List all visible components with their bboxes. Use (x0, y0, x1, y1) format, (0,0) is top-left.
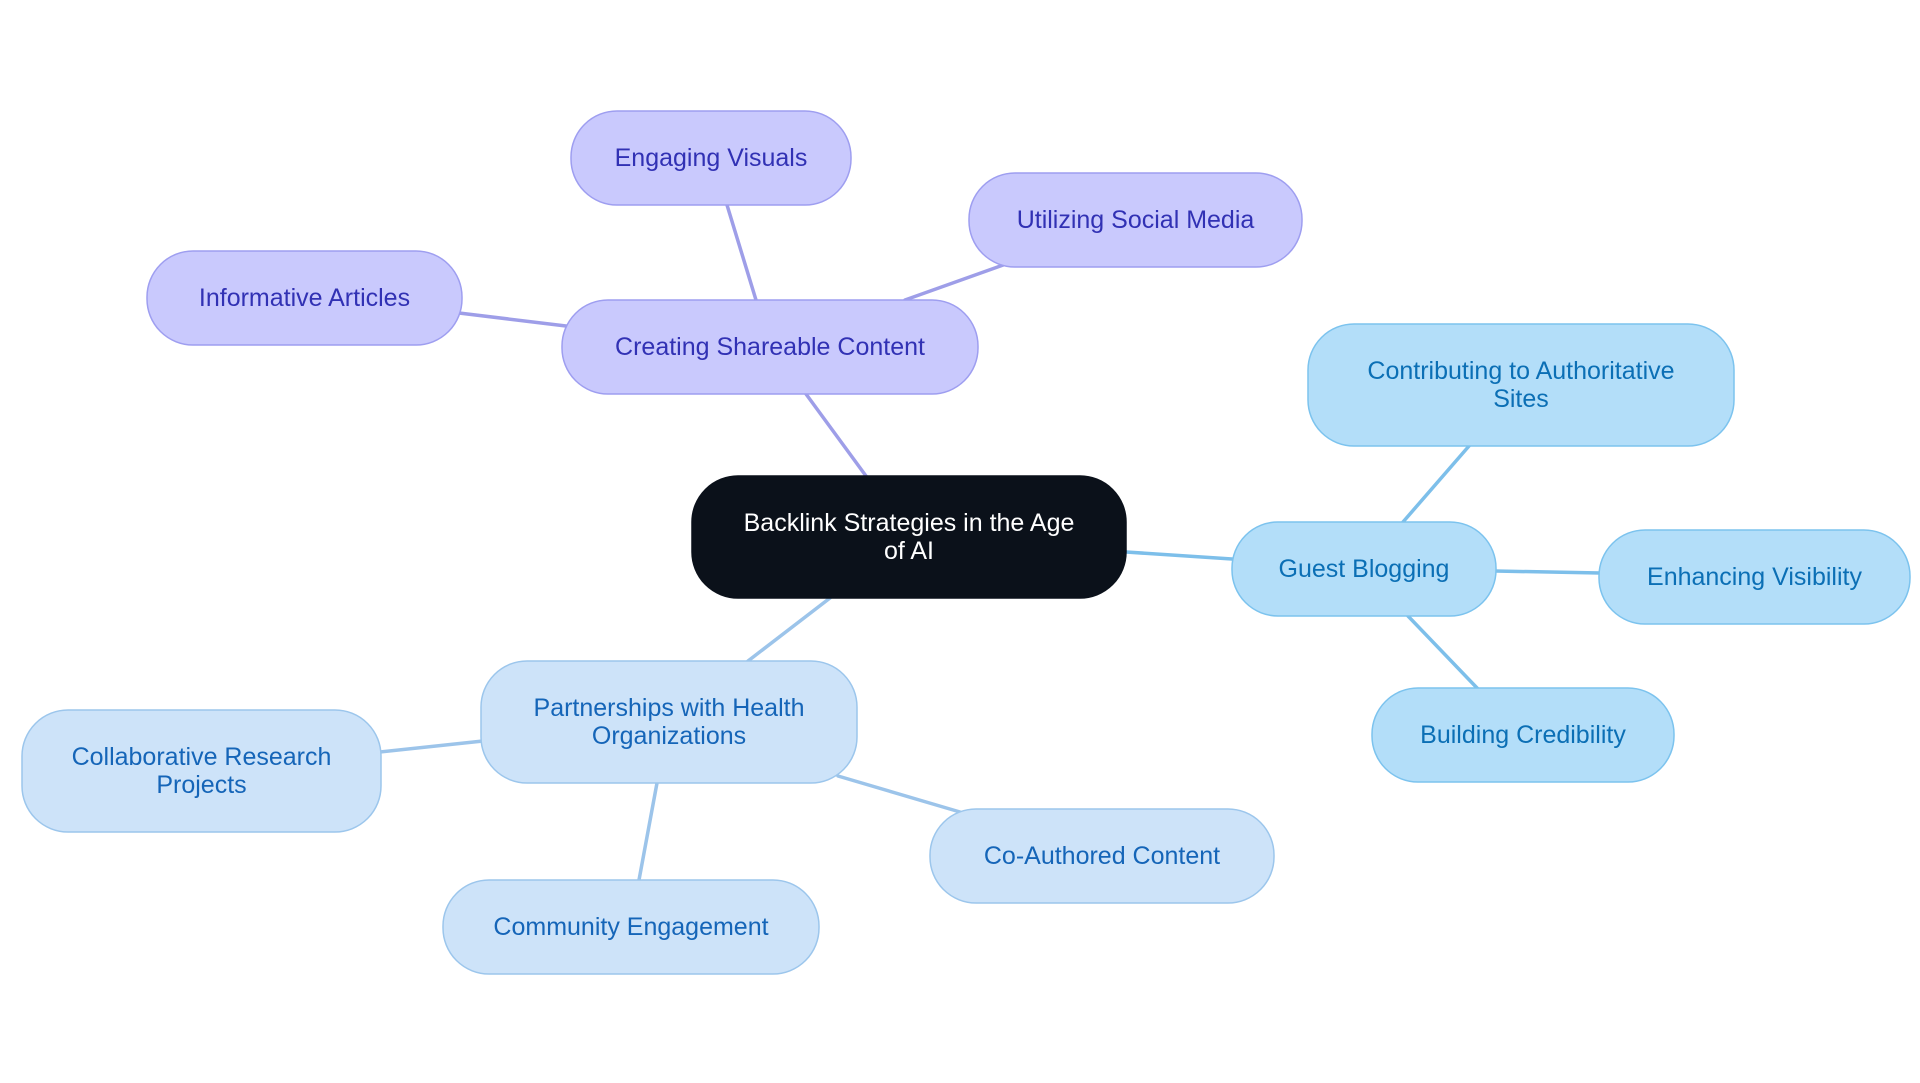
connector-enhancing-visibility (1493, 569, 1602, 575)
node-label-utilizing-social-media: Utilizing Social Media (1017, 206, 1255, 234)
connector-co-authored-content (836, 774, 962, 814)
node-utilizing-social-media: Utilizing Social Media (968, 172, 1303, 268)
node-community-engagement: Community Engagement (442, 879, 820, 975)
node-engaging-visuals: Engaging Visuals (570, 110, 852, 206)
node-enhancing-visibility: Enhancing Visibility (1598, 529, 1911, 625)
connector-informative-articles (457, 311, 568, 328)
connector-contributing-to-authoritative-sites (1401, 444, 1471, 524)
node-box-informative-articles (146, 250, 463, 346)
connector-engaging-visuals (725, 203, 758, 302)
node-label-co-authored-content: Co-Authored Content (984, 842, 1220, 870)
node-label-collaborative-research-projects-line-2: Projects (156, 771, 246, 799)
node-box-creating-shareable-content (561, 299, 979, 395)
node-creating-shareable-content: Creating Shareable Content (561, 299, 979, 395)
node-box-partnerships-with-health-organizations (480, 660, 858, 784)
node-box-root (691, 475, 1127, 599)
mind-map-connectors (378, 203, 1602, 882)
node-label-engaging-visuals: Engaging Visuals (615, 144, 808, 172)
node-box-contributing-to-authoritative-sites (1307, 323, 1735, 447)
connector-building-credibility (1406, 614, 1480, 691)
connector-utilizing-social-media (903, 262, 1008, 302)
node-box-co-authored-content (929, 808, 1275, 904)
node-box-guest-blogging (1231, 521, 1497, 617)
node-co-authored-content: Co-Authored Content (929, 808, 1275, 904)
node-label-enhancing-visibility: Enhancing Visibility (1647, 563, 1862, 591)
node-box-collaborative-research-projects (21, 709, 382, 833)
node-informative-articles: Informative Articles (146, 250, 463, 346)
connector-collaborative-research-projects (378, 739, 485, 754)
node-label-root-line-2: of AI (884, 537, 934, 565)
connector-creating-shareable-content (804, 392, 868, 478)
node-label-root-line-1: Backlink Strategies in the Age (744, 509, 1075, 537)
node-label-partnerships-with-health-organizations-line-2: Organizations (592, 722, 746, 750)
node-label-contributing-to-authoritative-sites-line-1: Contributing to Authoritative (1367, 357, 1674, 385)
node-label-building-credibility: Building Credibility (1420, 721, 1626, 749)
node-box-engaging-visuals (570, 110, 852, 206)
node-label-collaborative-research-projects-line-1: Collaborative Research (72, 743, 332, 771)
connector-partnerships-with-health-organizations (746, 596, 832, 663)
node-label-guest-blogging: Guest Blogging (1279, 555, 1450, 583)
node-box-building-credibility (1371, 687, 1675, 783)
node-building-credibility: Building Credibility (1371, 687, 1675, 783)
node-box-community-engagement (442, 879, 820, 975)
connector-guest-blogging (1124, 550, 1234, 561)
node-label-contributing-to-authoritative-sites-line-2: Sites (1493, 385, 1549, 413)
node-label-community-engagement: Community Engagement (493, 913, 768, 941)
node-label-informative-articles: Informative Articles (199, 284, 410, 312)
node-box-utilizing-social-media (968, 172, 1303, 268)
node-guest-blogging: Guest Blogging (1231, 521, 1497, 617)
node-label-partnerships-with-health-organizations-line-1: Partnerships with Health (534, 694, 805, 722)
connector-community-engagement (637, 781, 659, 882)
node-box-enhancing-visibility (1598, 529, 1911, 625)
node-label-creating-shareable-content: Creating Shareable Content (615, 333, 925, 361)
